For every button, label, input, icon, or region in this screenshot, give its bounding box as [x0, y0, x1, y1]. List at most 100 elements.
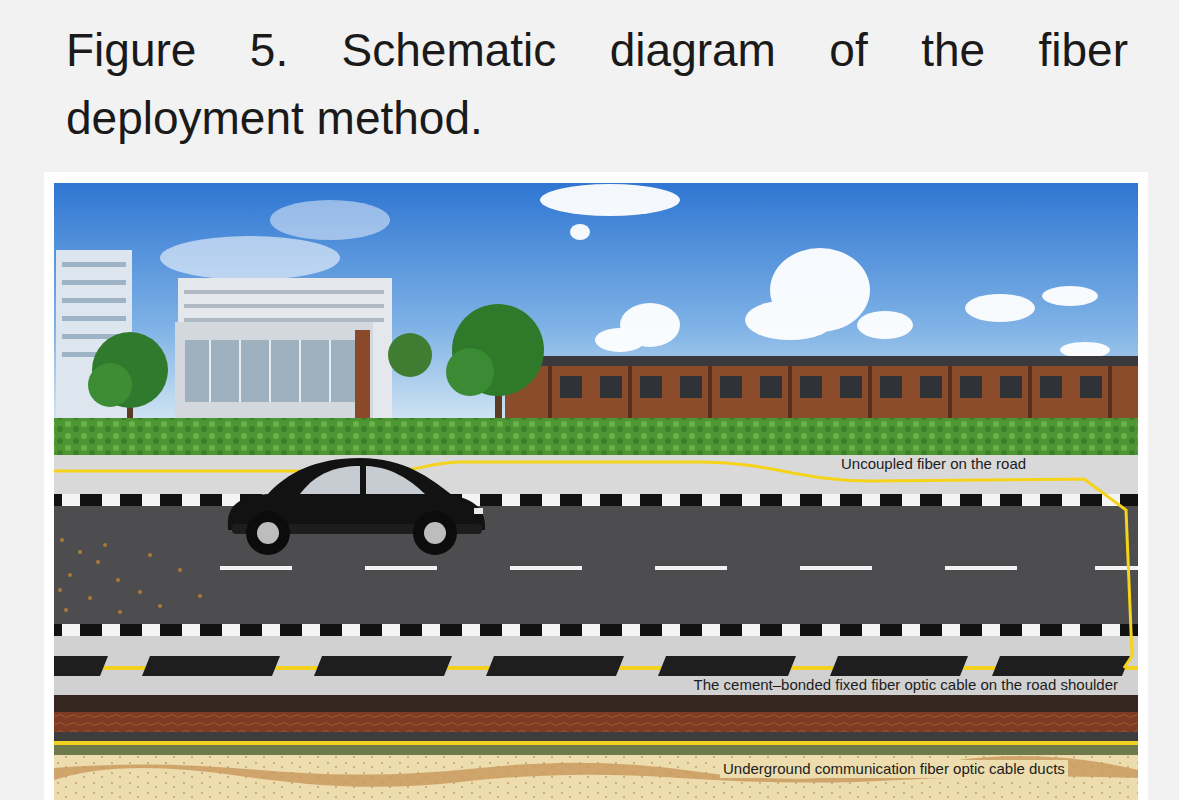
illustration-part	[54, 506, 1138, 624]
illustration-part	[175, 322, 373, 422]
illustration-part	[184, 304, 384, 308]
illustration-part	[178, 568, 182, 572]
illustration-part	[960, 376, 982, 398]
illustration-part	[1042, 286, 1098, 306]
illustration-part	[78, 550, 82, 554]
illustration-part	[54, 636, 1138, 696]
illustration-part	[868, 366, 872, 423]
illustration-part	[54, 494, 1138, 506]
illustration-part	[148, 553, 152, 557]
illustration-part	[720, 376, 742, 398]
illustration-part	[184, 290, 384, 294]
illustration-part	[655, 566, 727, 570]
illustration-part	[239, 340, 241, 402]
illustration-part	[1000, 376, 1022, 398]
illustration-part	[945, 566, 1017, 570]
illustration-part	[228, 458, 485, 555]
illustration-part	[595, 328, 645, 352]
illustration-part	[920, 376, 942, 398]
illustration-part	[54, 732, 1138, 741]
layer-label: The cement–bonded fixed fiber optic cabl…	[691, 676, 1121, 694]
illustration-part	[269, 340, 271, 402]
illustration-part	[299, 340, 301, 402]
layer-label: Uncoupled fiber on the road	[838, 455, 1029, 473]
illustration-part	[209, 340, 211, 402]
illustration-part	[857, 311, 913, 339]
illustration-part	[1040, 376, 1062, 398]
illustration-part	[158, 604, 162, 608]
illustration-part	[992, 656, 1130, 676]
illustration-part	[96, 560, 100, 564]
illustration-part	[58, 588, 62, 592]
illustration-part	[365, 566, 437, 570]
illustration-part	[184, 290, 384, 322]
illustration-part	[600, 376, 622, 398]
illustration-part	[680, 376, 702, 398]
illustration-part	[220, 566, 292, 570]
illustration-part	[745, 300, 835, 340]
illustration-part	[160, 236, 340, 280]
illustration-part	[185, 340, 355, 402]
illustration-part	[54, 745, 1138, 755]
illustration-part	[138, 590, 142, 594]
illustration-part	[840, 376, 862, 398]
illustration-part	[54, 418, 1138, 456]
illustration-part	[62, 298, 126, 303]
illustration-part	[184, 318, 384, 322]
illustration-part	[314, 656, 452, 676]
illustration-part	[540, 184, 680, 216]
illustration-part	[570, 224, 590, 240]
illustration-part	[103, 543, 107, 547]
illustration-part	[44, 172, 1148, 800]
illustration-part	[60, 538, 64, 542]
illustration-part	[366, 466, 425, 494]
illustration-part	[116, 578, 120, 582]
illustration-part	[329, 340, 331, 402]
illustration-part	[560, 376, 582, 398]
illustration-part	[54, 712, 1138, 732]
illustration-part	[198, 594, 202, 598]
illustration-part	[800, 376, 822, 398]
illustration-part	[300, 466, 360, 494]
illustration-part	[220, 566, 1138, 570]
illustration-part	[708, 366, 712, 423]
illustration-part	[54, 741, 1138, 745]
illustration-part	[178, 278, 392, 422]
illustration-part	[54, 756, 1138, 787]
illustration-part	[257, 522, 279, 544]
illustration-part	[446, 348, 494, 396]
illustration-part	[505, 356, 1138, 366]
illustration-part	[58, 538, 202, 614]
illustration-part	[62, 316, 126, 321]
illustration-part	[424, 522, 446, 544]
illustration-part	[142, 656, 280, 676]
illustration-part	[880, 376, 902, 398]
illustration-part	[54, 695, 1138, 712]
illustration-part	[246, 511, 290, 555]
illustration-part	[64, 608, 68, 612]
illustration-part	[62, 280, 126, 285]
illustration-part	[548, 366, 552, 423]
illustration-part	[54, 183, 1138, 423]
illustration-part	[510, 566, 582, 570]
illustration-part	[88, 363, 132, 407]
illustration-part	[1080, 376, 1102, 398]
illustration-part	[628, 366, 632, 423]
illustration-part	[560, 376, 1102, 398]
illustration-part	[54, 656, 1130, 676]
illustration-part	[68, 573, 72, 577]
illustration-part	[760, 376, 782, 398]
illustration-part	[1108, 366, 1112, 423]
illustration-part	[474, 508, 483, 514]
illustration-part	[413, 511, 457, 555]
layer-label: Underground communication fiber optic ca…	[720, 760, 1068, 778]
illustration-part	[1028, 366, 1032, 423]
illustration-part	[788, 366, 792, 423]
illustration-part	[965, 294, 1035, 322]
illustration-part	[210, 340, 330, 402]
figure-caption: Figure 5. Schematic diagram of the fiber…	[66, 16, 1128, 152]
illustration-part	[54, 755, 1138, 800]
illustration-part	[658, 656, 796, 676]
illustration-part	[270, 200, 390, 240]
illustration-part	[54, 462, 1132, 668]
